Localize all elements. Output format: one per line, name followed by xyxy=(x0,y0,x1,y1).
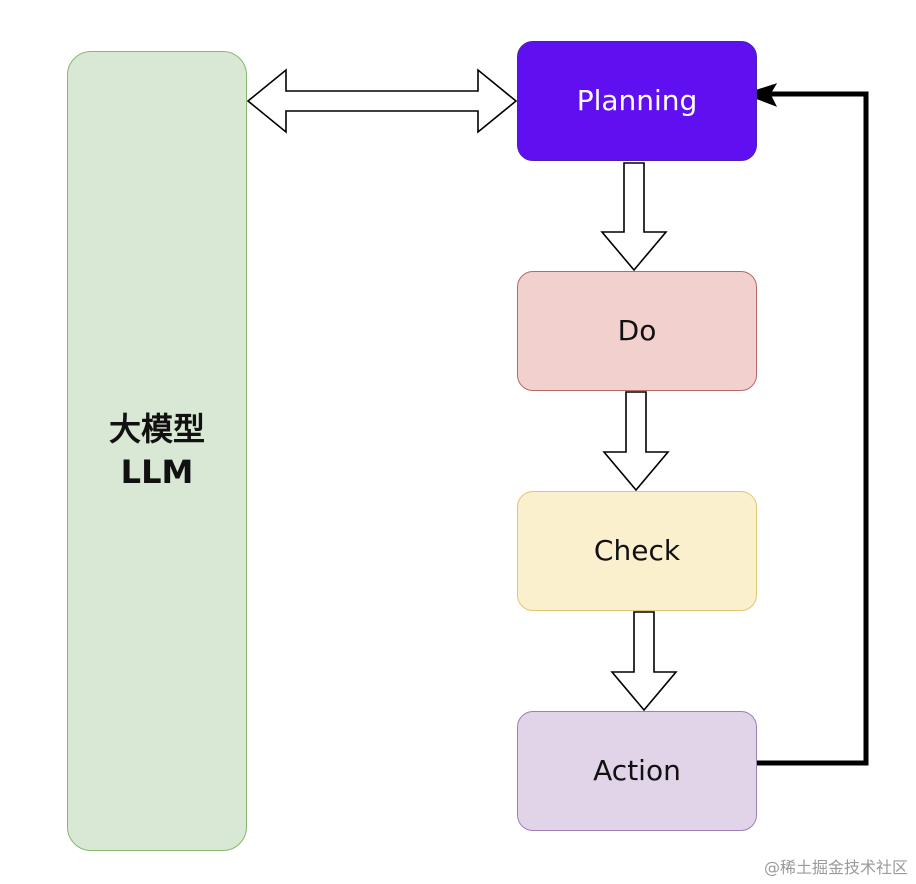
planning-label: Planning xyxy=(576,84,698,118)
action-to-planning-feedback-line xyxy=(757,91,869,766)
llm-box: 大模型 LLM xyxy=(67,51,247,851)
check-label: Check xyxy=(593,534,681,568)
llm-planning-double-arrow xyxy=(246,68,518,134)
watermark-text: @稀土掘金技术社区 xyxy=(763,858,908,877)
check-node: Check xyxy=(517,491,757,611)
check-to-action-arrow xyxy=(610,611,678,712)
action-label: Action xyxy=(593,754,681,788)
planning-to-do-arrow xyxy=(600,162,668,272)
planning-node: Planning xyxy=(517,41,757,161)
do-label: Do xyxy=(617,314,657,348)
action-node: Action xyxy=(517,711,757,831)
do-to-check-arrow xyxy=(602,391,670,492)
llm-label: 大模型 LLM xyxy=(108,409,205,491)
do-node: Do xyxy=(517,271,757,391)
feedback-arrowhead xyxy=(743,83,778,107)
